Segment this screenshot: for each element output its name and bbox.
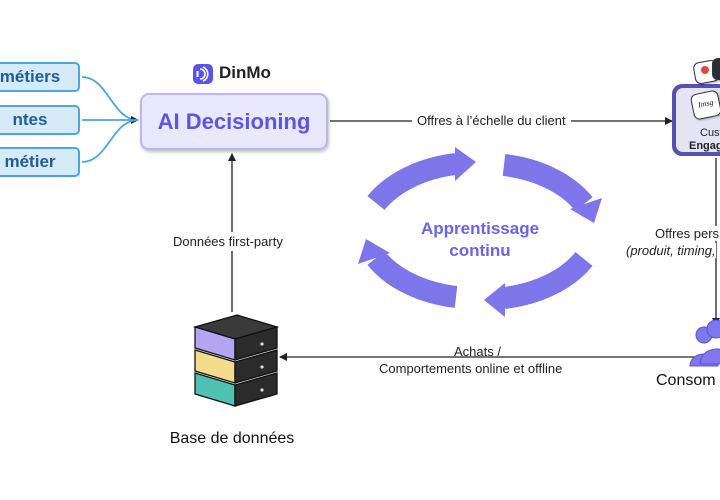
loop-arc-top bbox=[367, 153, 458, 211]
loop-head-left bbox=[358, 239, 390, 264]
loop-label-line1: Apprentissage bbox=[420, 219, 540, 238]
loop-head-top bbox=[455, 147, 476, 181]
loop-arc-left bbox=[367, 250, 458, 308]
loop-label: Apprentissage continu bbox=[400, 218, 560, 262]
ai-decisioning-box: AI Decisioning bbox=[140, 93, 328, 150]
left-pill-1: métiers bbox=[0, 62, 80, 92]
learning-loop-arrows bbox=[367, 153, 593, 309]
message-badge-text: Imsg bbox=[697, 97, 715, 110]
channel-dark-badge-icon bbox=[712, 58, 720, 80]
left-pill-2: ntes bbox=[0, 105, 80, 135]
left-pill-3: métier bbox=[0, 147, 80, 177]
label-offres-perso: Offres pers bbox=[653, 226, 720, 241]
customer-label-line2: Engag bbox=[689, 140, 720, 152]
pill-connector-bottom bbox=[81, 119, 139, 163]
pill-connector-top bbox=[81, 76, 139, 124]
loop-arc-right bbox=[502, 154, 593, 212]
message-badge-icon: Imsg bbox=[689, 89, 720, 121]
consumers-icon bbox=[689, 319, 720, 367]
channel-red-dot-icon bbox=[701, 66, 709, 74]
loop-arc-bottom bbox=[502, 251, 593, 309]
label-comportements: Comportements online et offline bbox=[374, 361, 568, 376]
loop-label-line2: continu bbox=[449, 241, 511, 260]
consumers-label: Consom bbox=[656, 372, 716, 389]
label-first-party: Données first-party bbox=[173, 232, 283, 251]
customer-label-line1: Cust bbox=[700, 127, 720, 139]
learning-loop-arrowheads bbox=[358, 147, 602, 317]
database-icon bbox=[192, 314, 280, 407]
label-offres-client: Offres à l’échelle du client bbox=[412, 113, 571, 128]
label-produit-timing: (produit, timing, bbox=[624, 243, 716, 258]
dinmo-logo-icon bbox=[193, 64, 213, 84]
loop-head-bottom bbox=[484, 283, 505, 317]
brand-name: DinMo bbox=[219, 63, 271, 82]
loop-head-right bbox=[570, 198, 602, 223]
database-label: Base de données bbox=[169, 430, 295, 447]
label-achats: Achats / bbox=[454, 344, 501, 359]
